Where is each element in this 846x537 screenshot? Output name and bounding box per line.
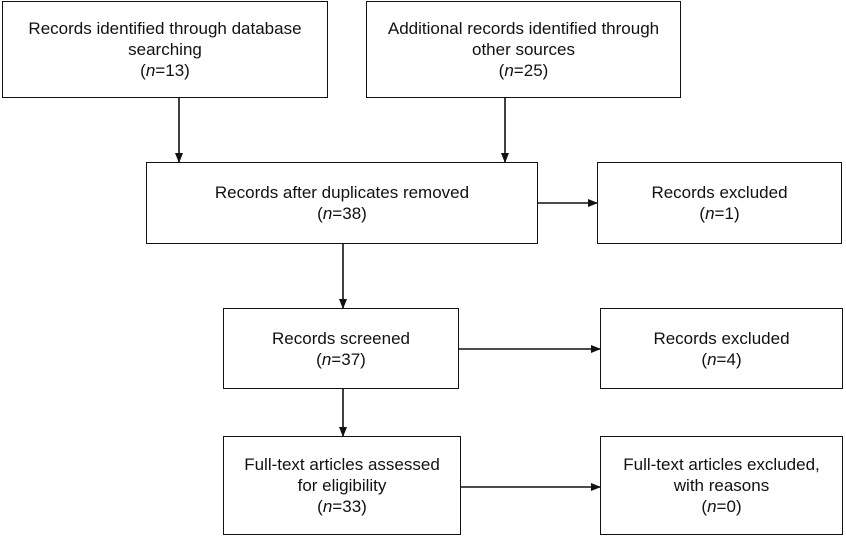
box-label: Records excluded	[651, 183, 788, 202]
box-count: (n=4)	[701, 349, 742, 369]
box-database-search: Records identified through database sear…	[2, 1, 328, 98]
box-label: Records after duplicates removed	[214, 183, 470, 202]
box-records-excluded-2: Records excluded (n=4)	[600, 308, 843, 389]
box-records-excluded-1: Records excluded (n=1)	[597, 162, 842, 244]
box-label: Additional records identified through ot…	[387, 19, 660, 59]
box-fulltext-excluded: Full-text articles excluded, with reason…	[600, 436, 843, 535]
box-count: (n=37)	[316, 349, 366, 369]
box-count: (n=25)	[498, 61, 549, 80]
box-label: Records screened	[272, 328, 410, 348]
box-label: Records identified through database sear…	[28, 19, 302, 59]
box-label: Full-text articles assessed for eligibil…	[244, 455, 440, 495]
box-other-sources: Additional records identified through ot…	[366, 1, 681, 98]
box-label: Records excluded	[653, 328, 790, 348]
box-records-screened: Records screened (n=37)	[223, 308, 459, 389]
box-label: Full-text articles excluded, with reason…	[623, 455, 820, 495]
box-fulltext-assessed: Full-text articles assessed for eligibil…	[223, 436, 461, 535]
box-count: (n=1)	[699, 204, 740, 223]
box-count: (n=13)	[140, 61, 190, 80]
box-count: (n=38)	[317, 204, 367, 223]
box-duplicates-removed: Records after duplicates removed (n=38)	[146, 162, 538, 244]
box-count: (n=33)	[317, 497, 367, 516]
box-count: (n=0)	[701, 497, 742, 516]
